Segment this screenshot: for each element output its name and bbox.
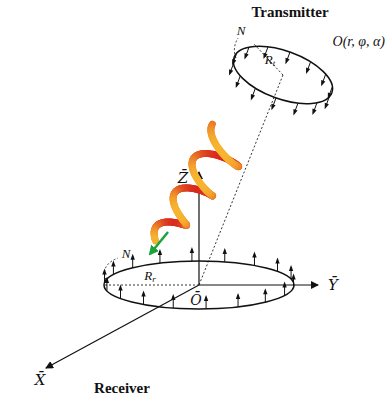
helix-stroke (220, 150, 222, 152)
rim-arrowhead (291, 273, 295, 279)
transmitter-ring (226, 35, 340, 116)
turn-count-label: N (122, 246, 131, 262)
rim-arrowhead (244, 53, 248, 59)
turn-count-label: N (237, 23, 246, 39)
rim-arrowhead (102, 269, 106, 275)
rim-arrowhead (285, 58, 289, 64)
rim-arrowhead (111, 261, 115, 267)
axis-label: X̄ (35, 371, 46, 389)
rim-arrowhead (328, 92, 332, 98)
helix-beam (154, 124, 238, 241)
receiver-n-leader (105, 258, 119, 280)
radius-label: Rr (144, 268, 156, 284)
receiver-radius (104, 285, 199, 286)
rim-arrowhead (229, 69, 233, 75)
rim-arrowhead (252, 252, 256, 258)
rim-arrowhead (263, 288, 267, 294)
rim-arrowhead (158, 249, 162, 255)
rim-arrowhead (275, 257, 279, 263)
position-label: O(r, φ, α) (333, 34, 385, 50)
rim-arrowhead (312, 109, 316, 115)
rim-arrowhead (171, 294, 175, 300)
rim-arrowhead (141, 290, 145, 296)
rim-arrowhead (282, 281, 286, 287)
rim-arrowhead (236, 82, 240, 88)
helix-stroke (175, 213, 183, 214)
receiver-ring (104, 261, 294, 309)
radius-label: Rt (265, 52, 275, 68)
rim-arrowhead (204, 295, 208, 301)
axis-label: Ȳ (328, 276, 338, 294)
rim-arrowhead (190, 247, 194, 253)
beam-axis (199, 75, 283, 285)
axis-label: Z̄ (178, 169, 188, 187)
beam-direction-arrow (150, 232, 168, 254)
rim-arrowhead (118, 285, 122, 291)
rim-arrowhead (130, 254, 134, 260)
y-axis (199, 284, 318, 285)
rim-arrowhead (251, 94, 255, 100)
rim-arrowhead (271, 104, 275, 110)
x-axis (46, 285, 199, 368)
heading-label: Transmitter (251, 4, 328, 21)
rim-arrowhead (321, 80, 325, 86)
rim-arrowhead (105, 277, 109, 283)
rim-arrowhead (232, 59, 236, 65)
rim-arrowhead (325, 103, 329, 109)
helix-stroke (198, 181, 199, 183)
transmitter-radius (254, 44, 283, 75)
origin-label: Ō (190, 292, 201, 308)
heading-label: Receiver (94, 379, 150, 396)
helix-stroke (152, 240, 159, 241)
rim-arrows (102, 47, 332, 309)
rim-arrowhead (236, 293, 240, 299)
rim-arrowhead (289, 265, 293, 271)
rim-arrowhead (306, 68, 310, 74)
rim-arrowhead (293, 109, 297, 115)
rim-arrowhead (223, 248, 227, 254)
